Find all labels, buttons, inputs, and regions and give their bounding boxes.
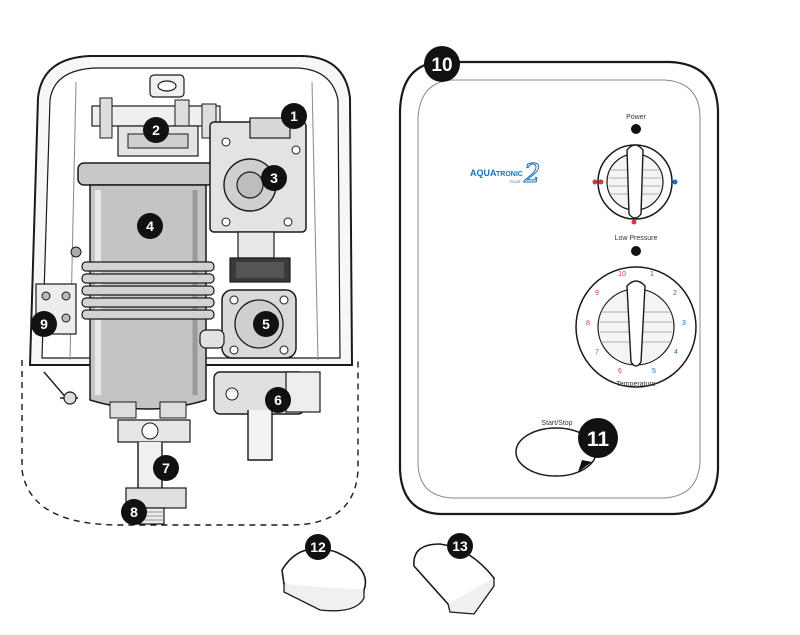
scale-8: 8 [586,320,590,327]
power-marker-hot [592,179,598,185]
scale-4: 4 [674,349,678,356]
callout-5: 5 [253,311,279,337]
scale-6: 6 [618,368,622,375]
heater-ribs [81,261,215,320]
scale-5: 5 [652,368,656,375]
solenoid-coil [229,231,291,283]
svg-text:2: 2 [523,159,541,189]
internal-unit: 1 2 3 4 5 6 7 8 [21,55,359,526]
callout-1: 1 [281,103,307,129]
low-pressure-light [631,246,641,256]
temperature-scale: 10 1 2 3 4 5 6 7 8 9 [586,271,686,375]
front-cover: AQUA TRONIC PLUS 2 Power Low Pressure [398,46,720,516]
scale-1: 1 [650,271,654,278]
scale-10: 10 [618,271,626,278]
cover-dashed-outline [21,360,359,526]
low-pressure-indicator: Low Pressure [615,235,658,256]
control-block [209,117,307,233]
power-indicator [631,124,641,134]
svg-text:1: 1 [290,108,298,124]
temperature-dial[interactable]: 10 1 2 3 4 5 6 7 8 9 Temperature [575,266,697,388]
callout-11: 11 [578,418,618,472]
callout-8: 8 [121,499,147,525]
svg-text:TRONIC: TRONIC [496,171,523,178]
start-stop-label: Start/Stop [541,420,572,427]
scale-2: 2 [673,290,677,297]
scale-7: 7 [595,349,599,356]
top-bracket [149,74,185,98]
svg-text:AQUA: AQUA [470,168,497,178]
power-label: Power [626,114,647,121]
svg-text:13: 13 [452,538,468,554]
callout-2: 2 [143,117,169,143]
svg-text:2: 2 [152,122,160,138]
svg-text:9: 9 [40,316,48,332]
callout-3: 3 [261,165,287,191]
svg-text:5: 5 [262,316,270,332]
svg-text:10: 10 [431,55,452,76]
power-marker-cold [672,179,678,185]
callout-10: 10 [424,46,460,82]
svg-text:4: 4 [146,218,154,234]
scale-9: 9 [595,290,599,297]
end-cap-13: 13 [413,533,496,615]
svg-text:6: 6 [274,392,282,408]
temperature-label: Temperature [616,381,655,388]
low-pressure-label: Low Pressure [615,235,658,242]
svg-text:PLUS: PLUS [510,179,521,184]
callout-6: 6 [265,387,291,413]
svg-text:12: 12 [310,539,326,555]
svg-text:11: 11 [587,428,610,451]
scale-3: 3 [682,320,686,327]
callout-9: 9 [31,311,57,337]
power-marker-hot-2 [598,179,604,185]
callout-4: 4 [137,213,163,239]
svg-text:7: 7 [162,460,170,476]
end-cap-12: 12 [281,534,367,612]
svg-text:8: 8 [130,504,138,520]
power-dial[interactable]: Power [592,114,678,225]
svg-text:3: 3 [270,170,278,186]
brand-logo: AQUA TRONIC PLUS 2 [470,159,541,190]
inlet-valve [213,371,321,461]
heater-tank [70,162,215,419]
callout-7: 7 [153,455,179,481]
power-marker-off [631,219,637,225]
